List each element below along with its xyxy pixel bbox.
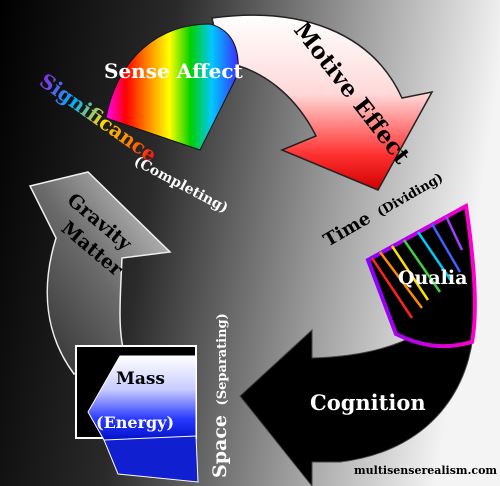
energy-label: (Energy) [96, 413, 174, 432]
sense-affect-label: Sense Affect [104, 59, 243, 83]
qualia-rays [370, 215, 464, 319]
site-credit: multisenserealism.com [354, 464, 497, 477]
cube-icon: Mass (Energy) [75, 345, 199, 483]
space-separating-label: Space (Separating) [209, 313, 231, 478]
separating-label: (Separating) [215, 313, 230, 405]
gravity-matter-arrow: Gravity Matter [28, 171, 172, 375]
motive-effect-arrow: Motive Effect [211, 14, 434, 191]
spectrum-fan-icon: Sense Affect [104, 23, 243, 151]
prism-rays-icon: Qualia [365, 202, 477, 349]
qualia-label: Qualia [398, 267, 467, 289]
mass-label: Mass [116, 369, 165, 389]
space-label: Space [209, 415, 231, 478]
cognition-label: Cognition [310, 390, 426, 415]
